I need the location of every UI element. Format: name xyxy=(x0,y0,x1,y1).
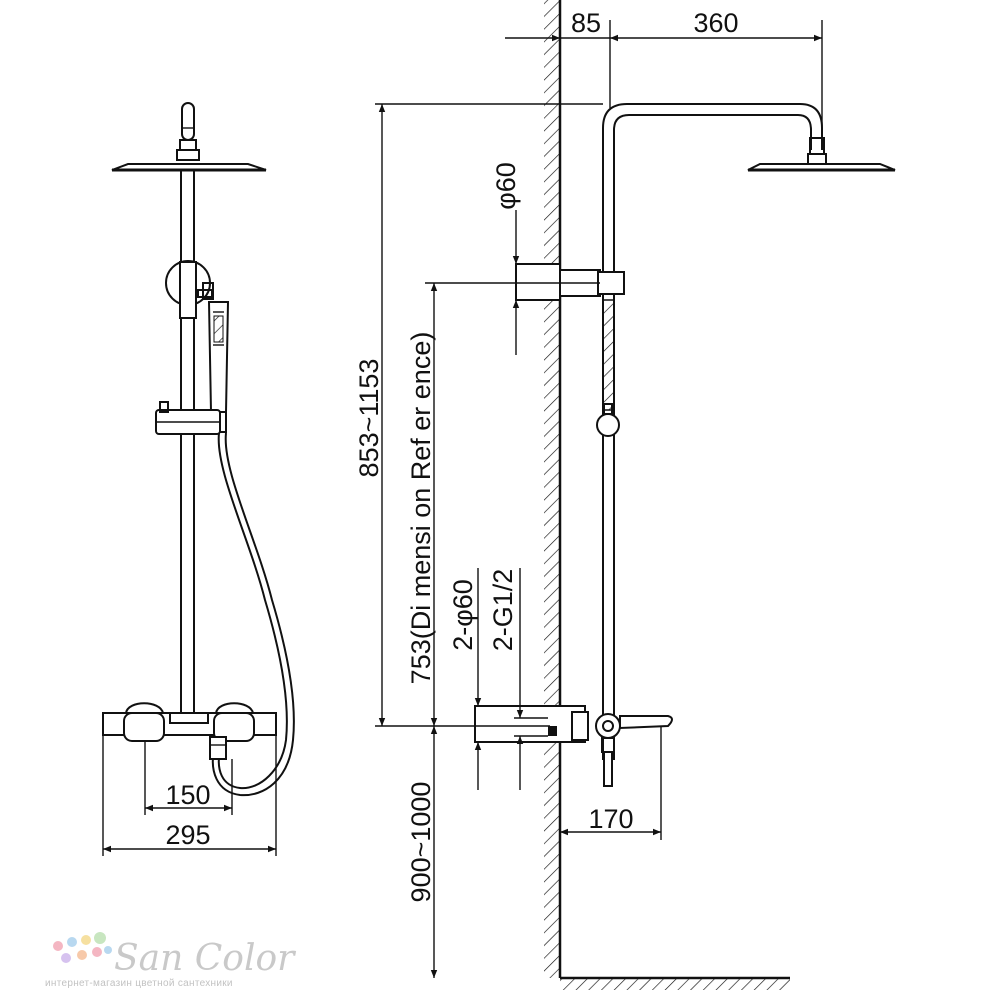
side-view: 85 360 φ60 xyxy=(354,0,896,990)
logo-dot xyxy=(92,947,102,957)
watermark-brand: San Color xyxy=(114,938,296,979)
mixer-bar-front xyxy=(102,702,277,760)
shower-arm xyxy=(602,103,825,760)
floor-height-label: 900~1000 xyxy=(406,782,436,903)
wall-bracket xyxy=(515,263,625,301)
inlet-spacing-label: 150 xyxy=(165,780,210,810)
logo-dot xyxy=(81,935,91,945)
hand-shower-front xyxy=(207,301,230,433)
height-range-label: 853~1153 xyxy=(354,359,384,478)
front-view: 150 295 xyxy=(102,102,295,856)
logo-dot xyxy=(61,953,71,963)
logo-dot xyxy=(77,950,87,960)
hand-shower-side xyxy=(596,299,620,437)
spout-length-label: 170 xyxy=(588,804,633,834)
inlet-diameter-label: 2-φ60 xyxy=(448,579,478,651)
pipe-diameter-label: φ60 xyxy=(491,162,521,210)
watermark-tagline: интернет-магазин цветной сантехники xyxy=(45,978,233,989)
inlet-thread-label: 2-G1/2 xyxy=(488,569,518,652)
logo-dot xyxy=(53,941,63,951)
mixer-side xyxy=(474,705,673,787)
mixer-width-label: 295 xyxy=(165,820,210,850)
wall-section xyxy=(544,0,790,990)
slide-holder xyxy=(155,401,221,435)
logo-dot xyxy=(67,937,77,947)
diverter-knob xyxy=(165,260,214,319)
shower-head-front xyxy=(111,102,267,172)
logo-dot xyxy=(94,932,106,944)
logo-dots xyxy=(53,932,112,963)
watermark-logo: San Color интернет-магазин цветной санте… xyxy=(45,932,296,989)
reference-height-label: 753(Di mensi on Ref er ence) xyxy=(406,332,436,685)
logo-dot xyxy=(104,946,112,954)
shower-head-side xyxy=(747,153,896,172)
arm-length-label: 360 xyxy=(693,8,738,38)
wall-offset-label: 85 xyxy=(571,8,601,38)
